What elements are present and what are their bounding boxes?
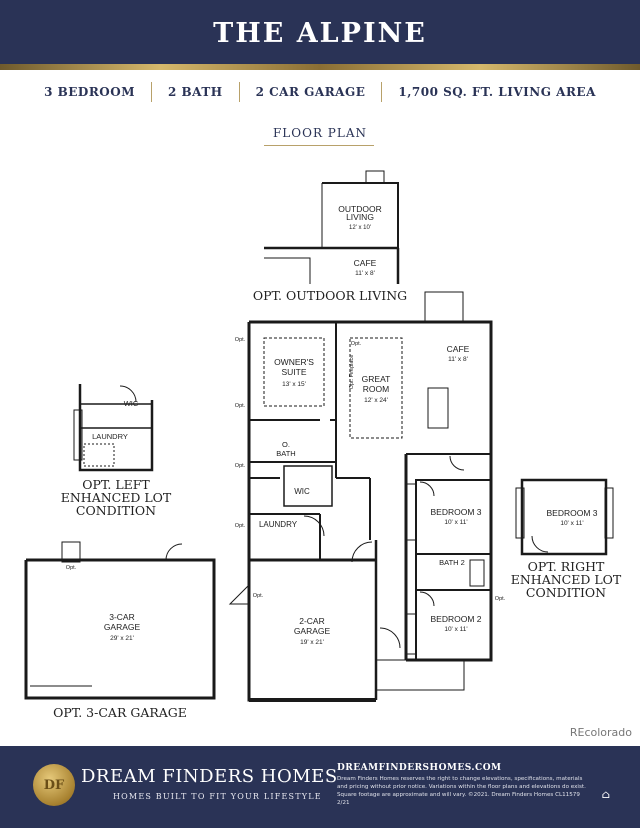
opt-note: Opt. xyxy=(235,337,246,343)
footer xyxy=(0,746,640,828)
bedroom2-size: 10' x 11' xyxy=(444,626,467,633)
spec-divider xyxy=(238,82,240,102)
garage-2-outline xyxy=(228,560,465,702)
bedroom3-size: 10' x 11' xyxy=(444,519,467,526)
garage-3-outline xyxy=(24,541,216,700)
spec-baths: 2 BATH xyxy=(168,85,223,99)
disclaimer-text: Dream Finders Homes reserves the right t… xyxy=(337,776,586,806)
outdoor-living-size: 12' x 10' xyxy=(349,225,371,231)
spec-bar: 3 BEDROOM 2 BATH 2 CAR GARAGE 1,700 SQ. … xyxy=(0,82,640,102)
wic-left-label: WIC xyxy=(124,399,139,408)
right-lot-caption: OPT. RIGHT ENHANCED LOT CONDITION xyxy=(510,559,622,600)
owners-suite-size: 13' x 15' xyxy=(282,381,306,388)
cafe-label: CAFE xyxy=(447,344,470,354)
laundry-main-label: LAUNDRY xyxy=(259,520,298,529)
spec-bedrooms: 3 BEDROOM xyxy=(44,85,135,99)
brand-tagline: HOMES BUILT TO FIT YOUR LIFESTYLE xyxy=(113,792,322,801)
left-lot-outline xyxy=(73,384,154,472)
cafe-opt-size: 11' x 8' xyxy=(355,270,375,277)
opt-note: Opt. xyxy=(235,523,246,529)
three-car-caption: OPT. 3-CAR GARAGE xyxy=(53,705,187,720)
opt-note: Opt. xyxy=(235,403,246,409)
spec-area: 1,700 SQ. FT. LIVING AREA xyxy=(398,85,596,99)
fireplace-note: Opt. Fireplace xyxy=(349,355,355,390)
laundry-left-label: LAUNDRY xyxy=(92,432,128,441)
cafe-opt-label: CAFE xyxy=(354,258,377,268)
garage3-size: 29' x 21' xyxy=(110,635,134,642)
opt-note: Opt. xyxy=(235,463,246,469)
brand-name: DREAM FINDERS HOMES xyxy=(81,766,338,787)
title-banner: THE ALPINE xyxy=(0,0,640,66)
opt-note: Opt. xyxy=(66,565,77,571)
outdoor-living-caption: OPT. OUTDOOR LIVING xyxy=(252,288,408,303)
bedroom3-right-label: BEDROOM 3 xyxy=(546,508,597,518)
equal-housing-icon: ⌂ xyxy=(601,788,611,801)
bedroom2-label: BEDROOM 2 xyxy=(430,614,481,624)
heading-underline xyxy=(264,145,374,146)
left-lot-caption: OPT. LEFT ENHANCED LOT CONDITION xyxy=(60,477,172,518)
right-lot-outline xyxy=(515,478,614,556)
outdoor-living-outline xyxy=(264,170,400,284)
plan-title: THE ALPINE xyxy=(213,18,427,49)
spec-divider xyxy=(151,82,152,102)
opt-note: Opt. xyxy=(495,596,506,602)
garage2-size: 19' x 21' xyxy=(300,639,324,646)
floor-plan-heading: FLOOR PLAN xyxy=(272,126,368,140)
bedroom3-right-size: 10' x 11' xyxy=(560,520,583,527)
watermark: REcolorado xyxy=(569,726,632,739)
website-link[interactable]: DREAMFINDERSHOMES.COM xyxy=(337,763,502,773)
spec-divider xyxy=(381,82,383,102)
brand-seal-icon: DF xyxy=(33,764,75,806)
o-bath-label: O.BATH xyxy=(276,440,295,458)
gold-divider xyxy=(0,64,640,70)
wic-main-label: WIC xyxy=(294,487,310,496)
opt-note: Opt. xyxy=(351,341,362,347)
spec-garage: 2 CAR GARAGE xyxy=(255,85,366,99)
great-room-size: 12' x 24' xyxy=(364,397,388,404)
bedroom3-label: BEDROOM 3 xyxy=(430,507,481,517)
opt-note: Opt. xyxy=(253,593,264,599)
bath2-label: BATH 2 xyxy=(439,558,465,567)
cafe-size: 11' x 8' xyxy=(448,356,468,363)
